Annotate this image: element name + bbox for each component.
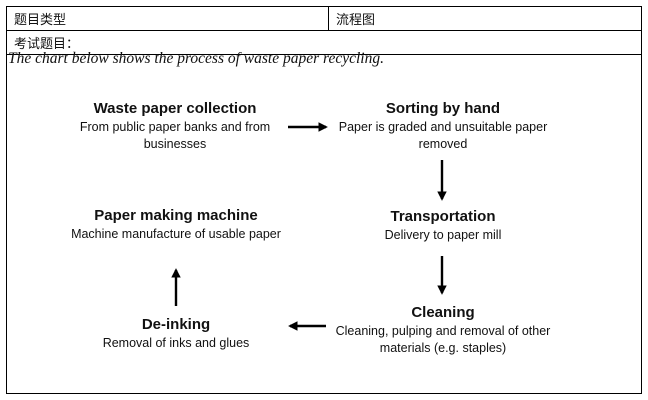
step-title: Paper making machine	[94, 207, 258, 224]
step-title: Waste paper collection	[93, 100, 257, 117]
step-description: Delivery to paper mill	[384, 228, 502, 242]
step-description: Machine manufacture of usable paper	[71, 227, 281, 241]
step-description: From public paper banks and from busines…	[79, 120, 271, 151]
step-paper-making-machine: Paper making machine Machine manufacture…	[61, 207, 291, 243]
step-de-inking: De-inking Removal of inks and glues	[61, 316, 291, 352]
step-sorting-by-hand: Sorting by hand Paper is graded and unsu…	[328, 100, 558, 153]
exam-row: 考试题目：	[7, 31, 641, 55]
question-type-label: 题目类型	[7, 7, 329, 30]
step-waste-paper-collection: Waste paper collection From public paper…	[60, 100, 290, 153]
step-transportation: Transportation Delivery to paper mill	[328, 208, 558, 244]
step-title: Cleaning	[411, 304, 475, 321]
exam-question-label: 考试题目：	[14, 37, 80, 52]
step-description: Removal of inks and glues	[102, 336, 250, 350]
step-title: Sorting by hand	[385, 100, 501, 117]
step-description: Cleaning, pulping and removal of other m…	[335, 324, 551, 355]
question-type-value: 流程图	[336, 13, 376, 28]
step-title: De-inking	[141, 316, 211, 333]
step-description: Paper is graded and unsuitable paper rem…	[338, 120, 548, 151]
question-prompt: The chart below shows the process of was…	[8, 50, 384, 67]
step-cleaning: Cleaning Cleaning, pulping and removal o…	[328, 304, 558, 357]
header-row: 题目类型 流程图	[7, 7, 641, 31]
step-title: Transportation	[390, 208, 496, 225]
question-sheet: 题目类型 流程图 考试题目：	[6, 6, 642, 394]
